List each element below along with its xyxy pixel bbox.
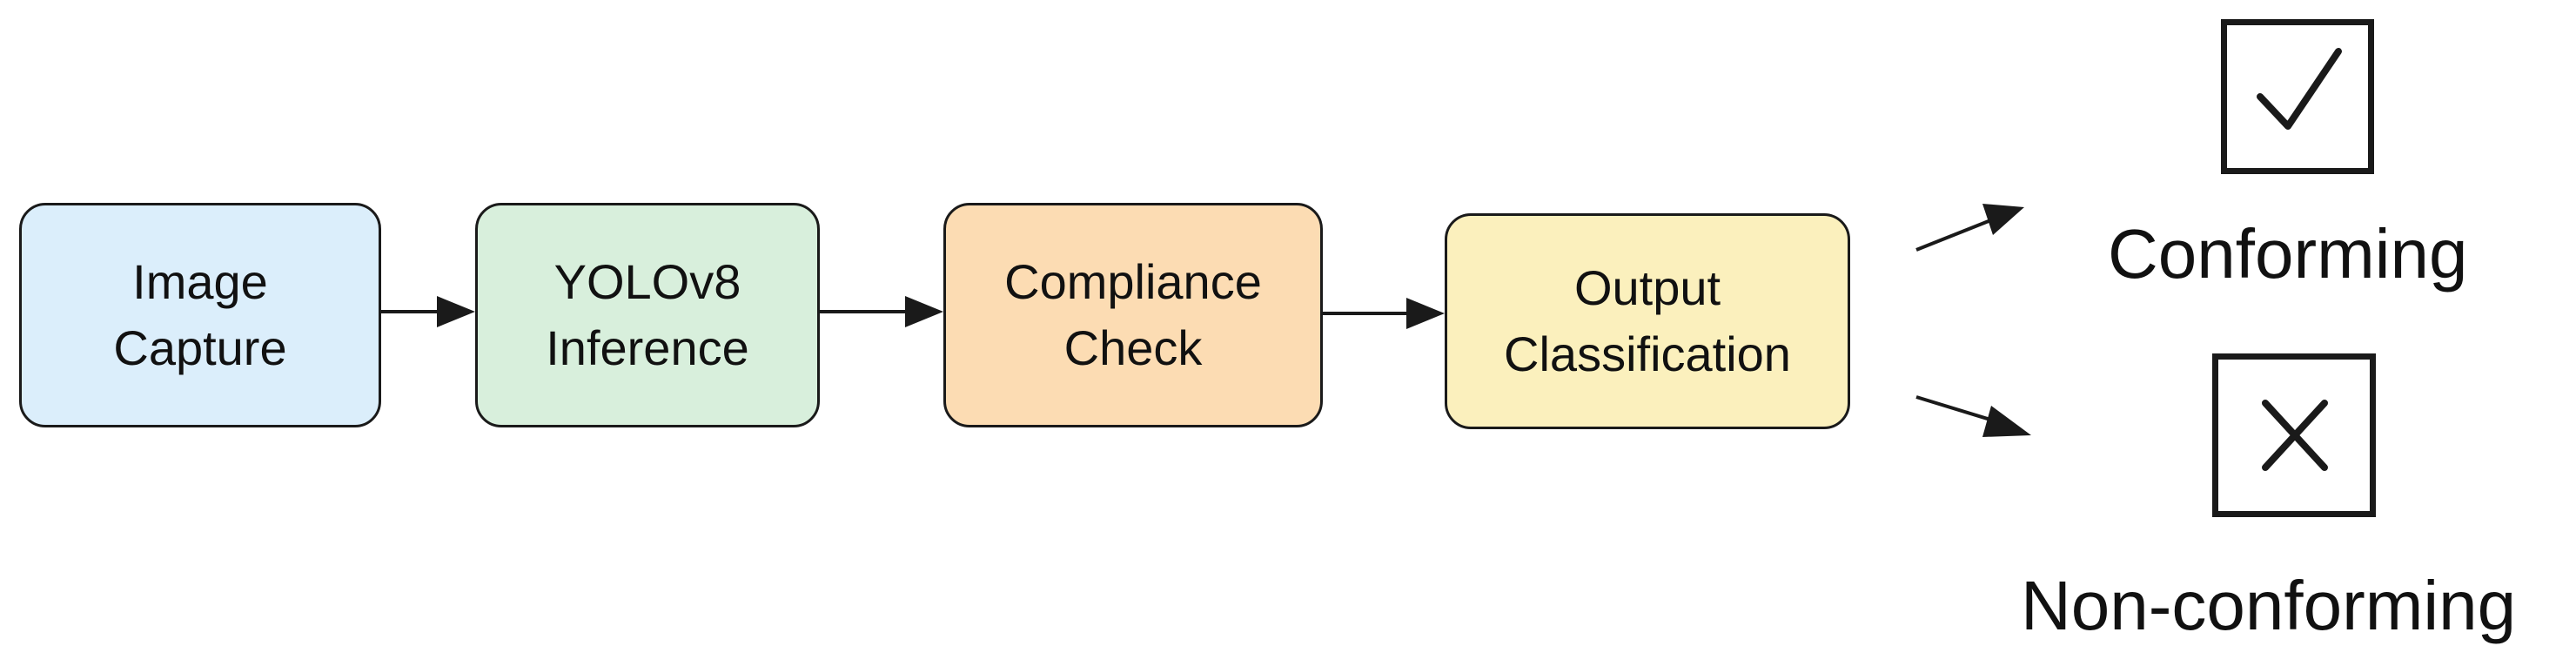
nonconforming-label: Non-conforming (2021, 567, 2517, 644)
arrow-compliance-to-output (1323, 298, 1445, 329)
step-output-classification: Output Classification (1445, 213, 1850, 429)
step-compliance-check-label: Compliance Check (1004, 249, 1262, 381)
step-image-capture: Image Capture (19, 203, 381, 427)
step-label-line: Capture (113, 320, 287, 375)
step-label-line: YOLOv8 (553, 254, 741, 309)
step-compliance-check: Compliance Check (943, 203, 1323, 427)
arrow-to-nonconforming (1915, 395, 2031, 437)
step-label-line: Inference (546, 320, 749, 375)
step-label-line: Compliance (1004, 254, 1262, 309)
step-label-line: Classification (1504, 326, 1791, 381)
arrow-to-conforming (1915, 204, 2024, 252)
step-label-line: Check (1063, 320, 1203, 375)
step-label-line: Image (132, 254, 268, 309)
cross-icon (2212, 353, 2376, 517)
step-label-line: Output (1573, 260, 1721, 315)
checkmark-glyph (2257, 48, 2342, 130)
step-yolov8-inference: YOLOv8 Inference (475, 203, 820, 427)
arrow-capture-to-inference (381, 296, 475, 327)
cross-glyph (2262, 400, 2328, 471)
arrow-inference-to-compliance (820, 296, 943, 327)
checkmark-icon (2221, 19, 2374, 174)
step-image-capture-label: Image Capture (113, 249, 286, 381)
conforming-label: Conforming (2108, 215, 2468, 293)
step-yolov8-inference-label: YOLOv8 Inference (546, 249, 749, 381)
step-output-classification-label: Output Classification (1504, 255, 1791, 387)
